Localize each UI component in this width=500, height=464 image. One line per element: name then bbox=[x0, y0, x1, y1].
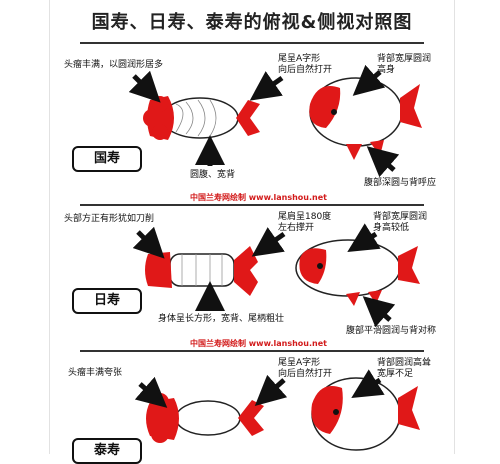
label-tail-guoshou: 尾呈A字形 向后自然打开 bbox=[278, 54, 333, 75]
fish-top-view-guoshou bbox=[143, 96, 260, 140]
fish-side-view-guoshou bbox=[309, 77, 422, 160]
badge-rishou: 日寿 bbox=[72, 288, 142, 314]
label-back-rishou: 背部宽厚圆润 身高较低 bbox=[373, 212, 428, 233]
watermark: 中国兰寿网绘制 www.lanshou.net bbox=[190, 193, 327, 202]
diagram-title: 国寿、日寿、泰寿的俯视&侧视对照图 bbox=[91, 12, 413, 33]
label-back-guoshou: 背部宽厚圆润 高身 bbox=[377, 54, 432, 75]
label-belly-guoshou: 圆腹、宽背 bbox=[190, 170, 236, 180]
badge-guoshou: 国寿 bbox=[72, 146, 142, 172]
divider bbox=[80, 350, 424, 352]
label-tail-rishou: 尾肩呈180度 左右撑开 bbox=[278, 212, 332, 233]
fish-top-view-rishou bbox=[145, 246, 258, 296]
divider bbox=[80, 204, 424, 206]
label-head-guoshou: 头瘤丰满，以圆润形居多 bbox=[64, 60, 164, 70]
label-back-taishou: 背部圆润高耸 宽厚不足 bbox=[377, 358, 432, 379]
fish-top-view-taishou bbox=[146, 393, 264, 443]
fish-side-view-rishou bbox=[295, 239, 420, 306]
label-head-rishou: 头部方正有形犹如刀削 bbox=[64, 214, 155, 224]
label-abdomen-rishou: 腹部平滑圆润与背对称 bbox=[346, 326, 437, 336]
label-tail-taishou: 尾呈A字形 向后自然打开 bbox=[278, 358, 333, 379]
divider bbox=[80, 42, 424, 44]
watermark: 中国兰寿网绘制 www.lanshou.net bbox=[190, 339, 327, 348]
diagram-card: 国寿、日寿、泰寿的俯视&侧视对照图 头瘤丰满，以圆润形居多 尾呈A字形 向后自然… bbox=[49, 0, 455, 464]
label-abdomen-guoshou: 腹部深圆与背呼应 bbox=[364, 178, 437, 188]
fish-illustrations bbox=[128, 64, 422, 451]
label-body-rishou: 身体呈长方形，宽背、尾柄粗壮 bbox=[158, 314, 285, 324]
label-head-taishou: 头瘤丰满夸张 bbox=[68, 368, 123, 378]
